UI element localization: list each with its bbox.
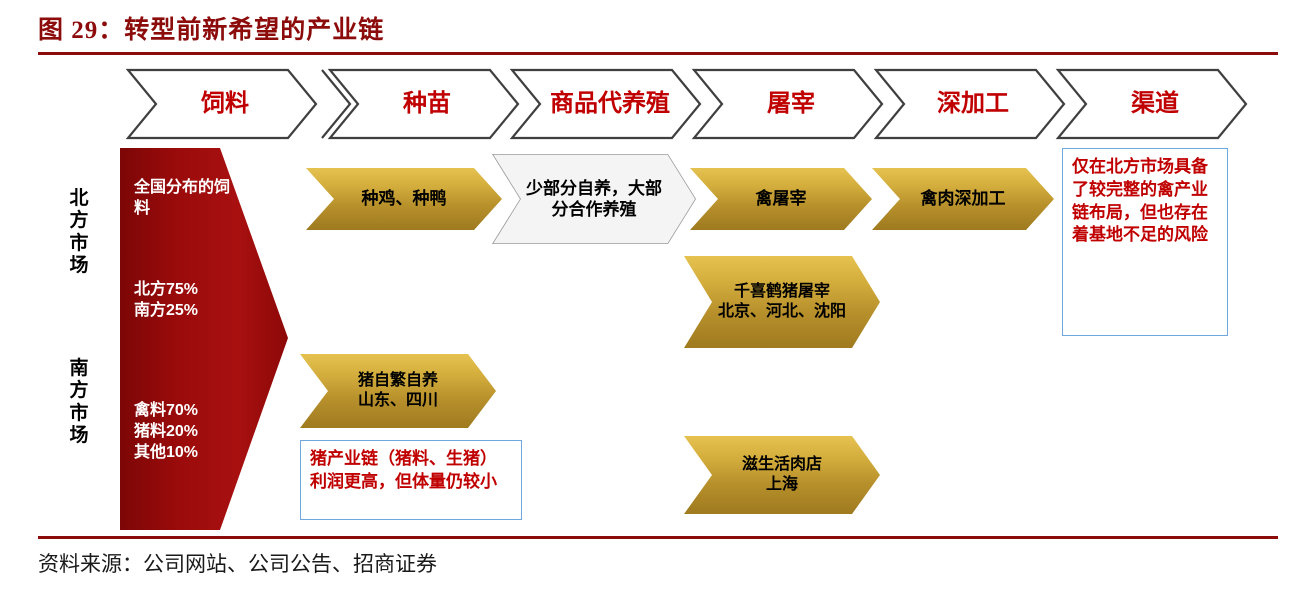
node-pig-slaughter-qianxihe-label: 千喜鹤猪屠宰 北京、河北、沈阳 — [717, 283, 846, 320]
node-breeding-stock-label: 种鸡、种鸭 — [361, 189, 447, 209]
node-poultry-slaughter[interactable]: 禽屠宰 — [690, 168, 872, 230]
top-divider — [38, 52, 1278, 55]
stage-header-processing: 深加工 — [937, 89, 1009, 117]
node-poultry-processing[interactable]: 禽肉深加工 — [872, 168, 1054, 230]
node-zisheng-meat-shop-label: 滋生活肉店 上海 — [741, 456, 822, 493]
callout-north-summary: 仅在北方市场具备了较完整的禽产业链布局，但也存在着基地不足的风险 — [1062, 148, 1228, 336]
node-commodity-rearing[interactable]: 少部分自养，大部分合作养殖 — [492, 154, 696, 244]
callout-pig-chain: 猪产业链（猪料、生猪）利润更高，但体量仍较小 — [300, 440, 522, 520]
feed-arrow-text-region-share: 北方75% 南方25% — [134, 281, 199, 319]
node-zisheng-meat-shop[interactable]: 滋生活肉店 上海 — [684, 436, 880, 514]
node-breeding-stock[interactable]: 种鸡、种鸭 — [306, 168, 502, 230]
bottom-divider — [38, 536, 1278, 539]
stage-header-seedling: 种苗 — [403, 89, 451, 117]
row-label-north-market: 北方市场 — [69, 188, 89, 277]
node-poultry-processing-label: 禽肉深加工 — [920, 189, 1006, 209]
feed-arrow-text-national: 全国分布的饲料 — [134, 179, 231, 217]
node-commodity-rearing-shape — [492, 154, 696, 244]
node-pig-self-breeding-label: 猪自繁自养 山东、四川 — [357, 372, 438, 409]
stage-header-feed: 饲料 — [201, 89, 249, 117]
node-pig-self-breeding[interactable]: 猪自繁自养 山东、四川 — [300, 354, 496, 428]
stage-header-commodity-rearing: 商品代养殖 — [550, 89, 670, 117]
node-commodity-rearing-label: 少部分自养，大部分合作养殖 — [526, 178, 662, 219]
figure-title: 图 29：转型前新希望的产业链 — [38, 17, 385, 44]
node-poultry-slaughter-label: 禽屠宰 — [755, 189, 807, 209]
feed-arrow-text-species-share: 禽料70% 猪料20% 其他10% — [134, 402, 199, 461]
stage-header-channel: 渠道 — [1131, 89, 1179, 117]
node-pig-slaughter-qianxihe[interactable]: 千喜鹤猪屠宰 北京、河北、沈阳 — [684, 256, 880, 348]
stage-header-slaughter: 屠宰 — [767, 89, 815, 117]
source-note: 资料来源：公司网站、公司公告、招商证券 — [38, 552, 437, 576]
row-label-south-market: 南方市场 — [69, 358, 89, 447]
feed-supply-arrow — [120, 148, 288, 530]
